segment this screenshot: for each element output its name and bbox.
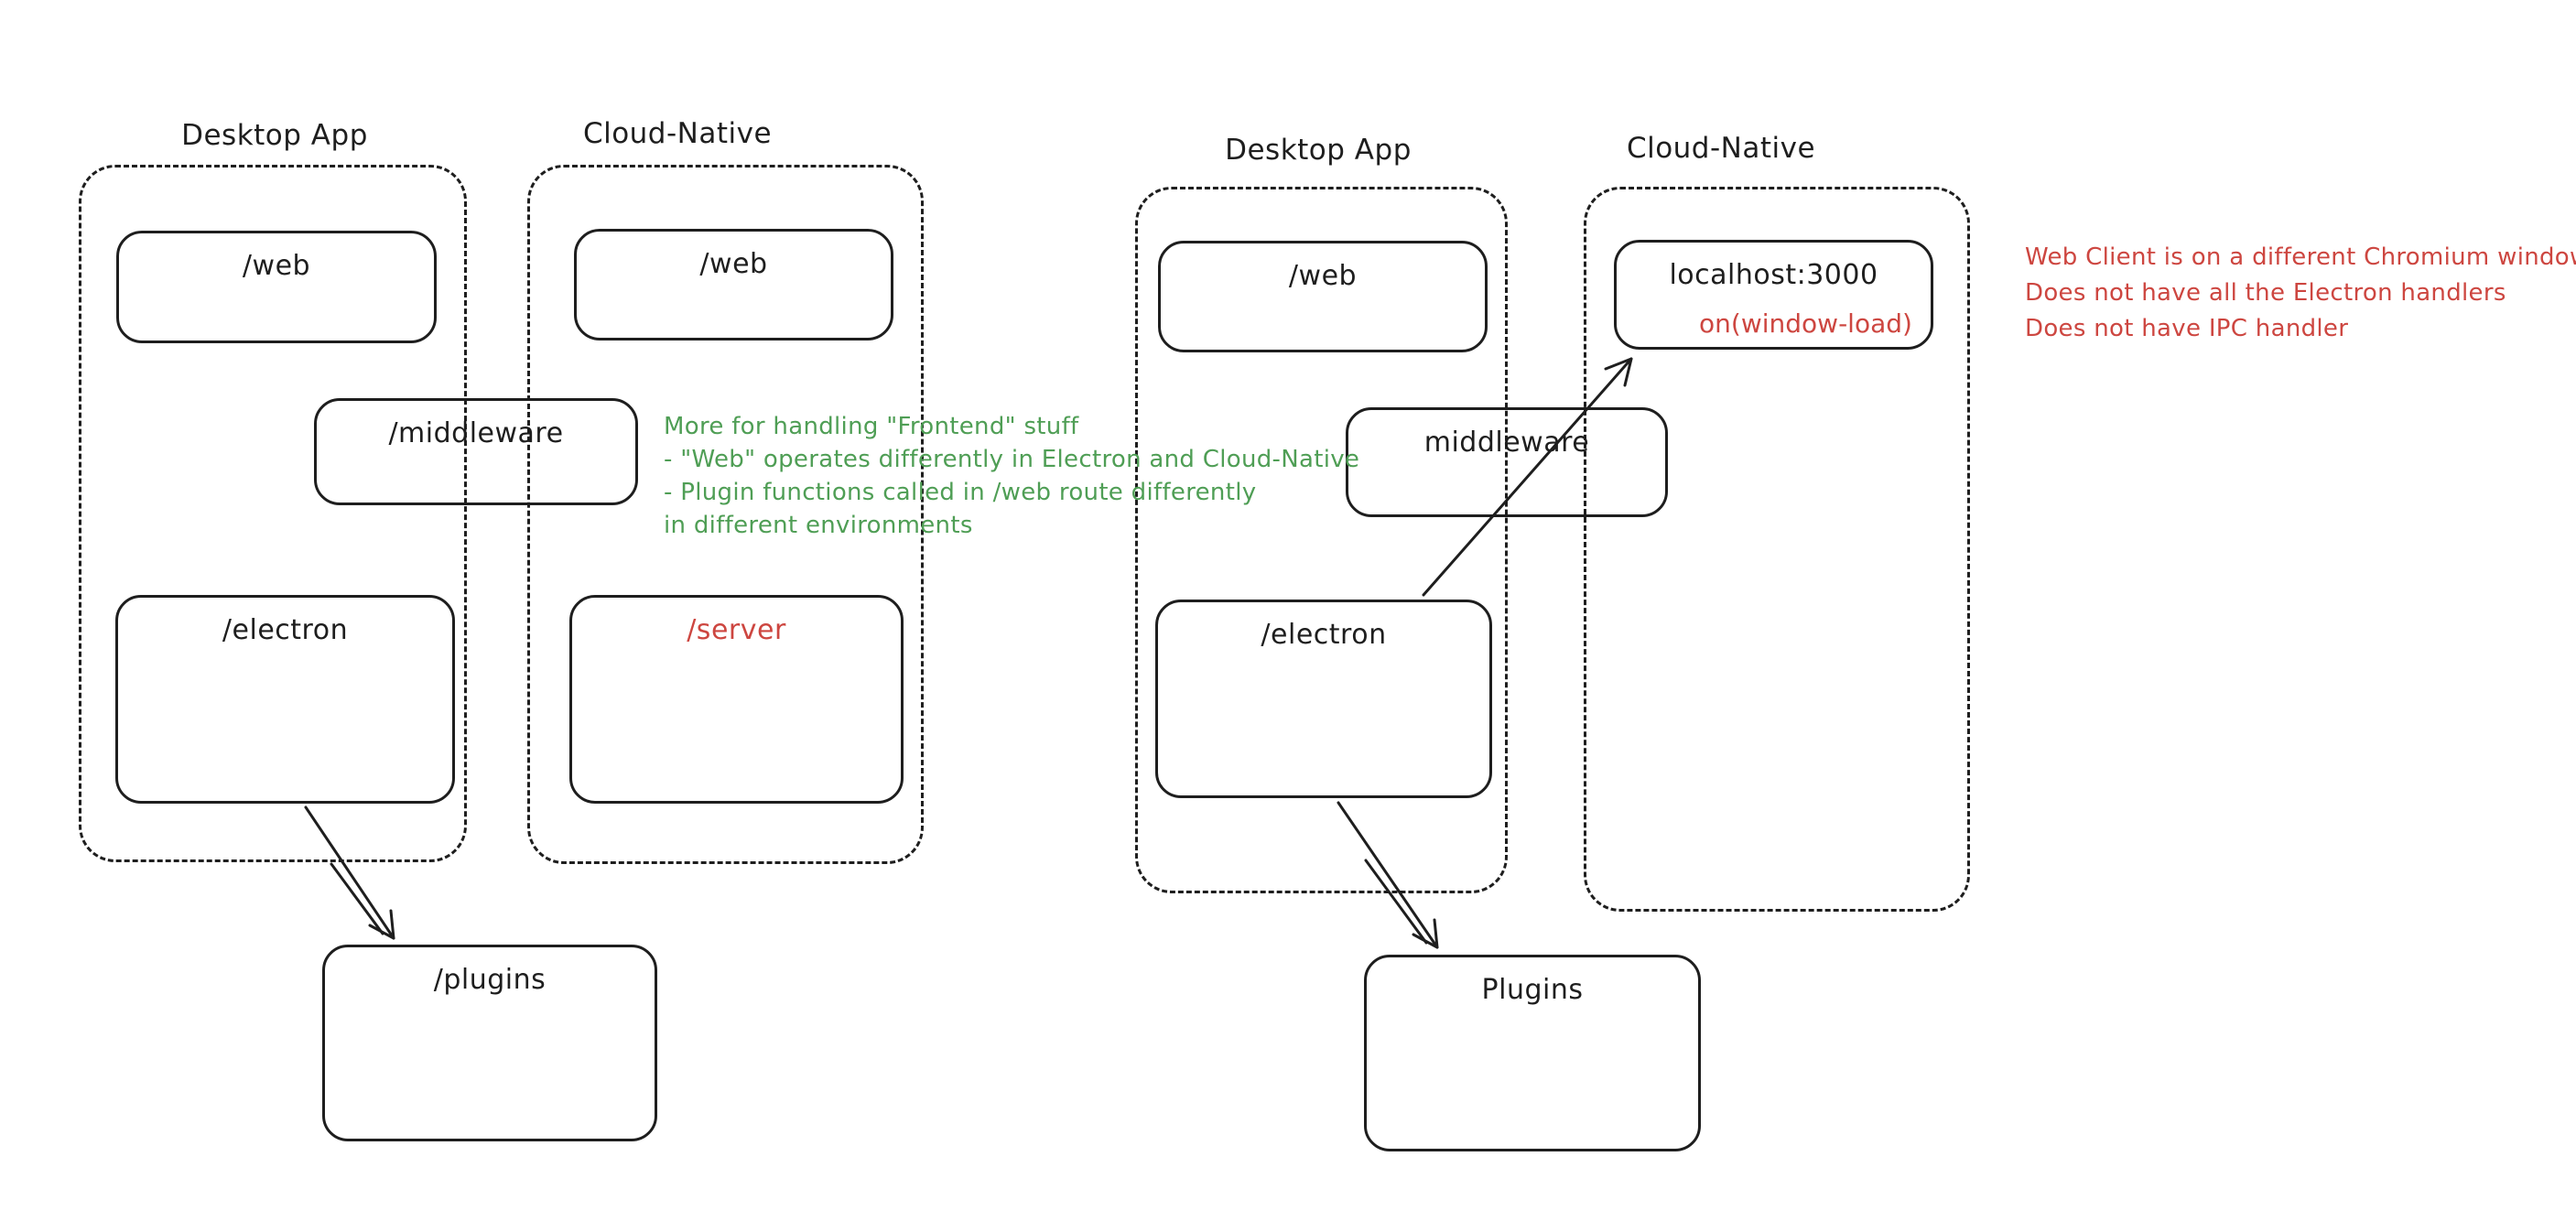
left-desktop-app-label: Desktop App (181, 119, 368, 152)
right-middleware-box: middleware (1346, 407, 1668, 517)
left-web-desktop-box-label: /web (242, 250, 311, 282)
green-annotation-line-2: - "Web" operates differently in Electron… (664, 446, 1360, 473)
right-plugins-box-label: Plugins (1481, 974, 1584, 1006)
left-server-box: /server (569, 595, 904, 804)
right-desktop-app-label: Desktop App (1225, 134, 1412, 167)
left-middleware-box-label: /middleware (388, 417, 564, 449)
green-annotation: More for handling "Frontend" stuff - "We… (664, 410, 1359, 542)
left-web-cloud-box-label: /web (699, 248, 768, 280)
red-annotation-line-3: Does not have IPC handler (2025, 315, 2349, 342)
left-middleware-box: /middleware (314, 398, 638, 505)
red-annotation-line-2: Does not have all the Electron handlers (2025, 279, 2506, 307)
green-annotation-line-3: - Plugin functions called in /web route … (664, 479, 1257, 506)
red-annotation-line-1: Web Client is on a different Chromium wi… (2025, 243, 2576, 271)
green-annotation-line-4: in different environments (664, 512, 973, 539)
right-web-box: /web (1158, 241, 1488, 352)
right-cloud-native-label: Cloud-Native (1626, 132, 1816, 165)
left-cloud-native-label: Cloud-Native (582, 117, 773, 150)
left-plugins-box: /plugins (322, 945, 657, 1141)
right-web-box-label: /web (1288, 260, 1358, 292)
right-electron-box: /electron (1155, 600, 1492, 798)
right-electron-box-label: /electron (1261, 619, 1387, 651)
red-annotation: Web Client is on a different Chromium wi… (2025, 240, 2576, 347)
left-desktop-app-container (79, 165, 467, 862)
left-plugins-box-label: /plugins (433, 964, 547, 996)
left-web-cloud-box: /web (574, 229, 893, 340)
right-middleware-box-label: middleware (1423, 427, 1590, 459)
right-plugins-box: Plugins (1364, 955, 1701, 1151)
left-cloud-native-container (527, 165, 924, 864)
left-electron-box-label: /electron (222, 614, 349, 646)
right-localhost-box-label: localhost:3000 (1669, 259, 1878, 291)
green-annotation-line-1: More for handling "Frontend" stuff (664, 413, 1079, 440)
right-localhost-box: localhost:3000 on(window-load) (1614, 240, 1933, 350)
left-web-desktop-box: /web (116, 231, 437, 343)
left-server-box-label: /server (687, 614, 786, 646)
left-electron-box: /electron (115, 595, 455, 804)
right-localhost-event-label: on(window-load) (1699, 308, 1912, 339)
